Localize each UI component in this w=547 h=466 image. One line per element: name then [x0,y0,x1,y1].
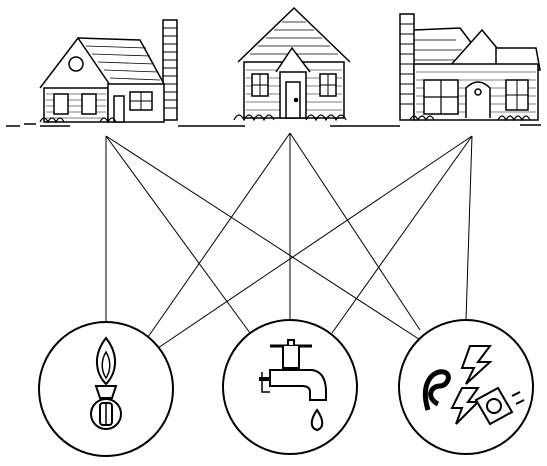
electric-plug-icon [399,320,533,454]
gas-flame-icon [39,322,173,456]
connection-lines [106,133,472,348]
cape-house-icon [234,8,350,120]
connection-house-left-water [106,136,250,333]
bungalow-house-icon [400,14,540,120]
water-faucet-icon [223,320,357,454]
cottage-house-icon [40,20,177,122]
ground-line [6,124,541,126]
connection-house-right-electricity [466,136,472,320]
connection-house-left-electricity [106,136,428,345]
connection-house-right-gas [158,136,472,348]
